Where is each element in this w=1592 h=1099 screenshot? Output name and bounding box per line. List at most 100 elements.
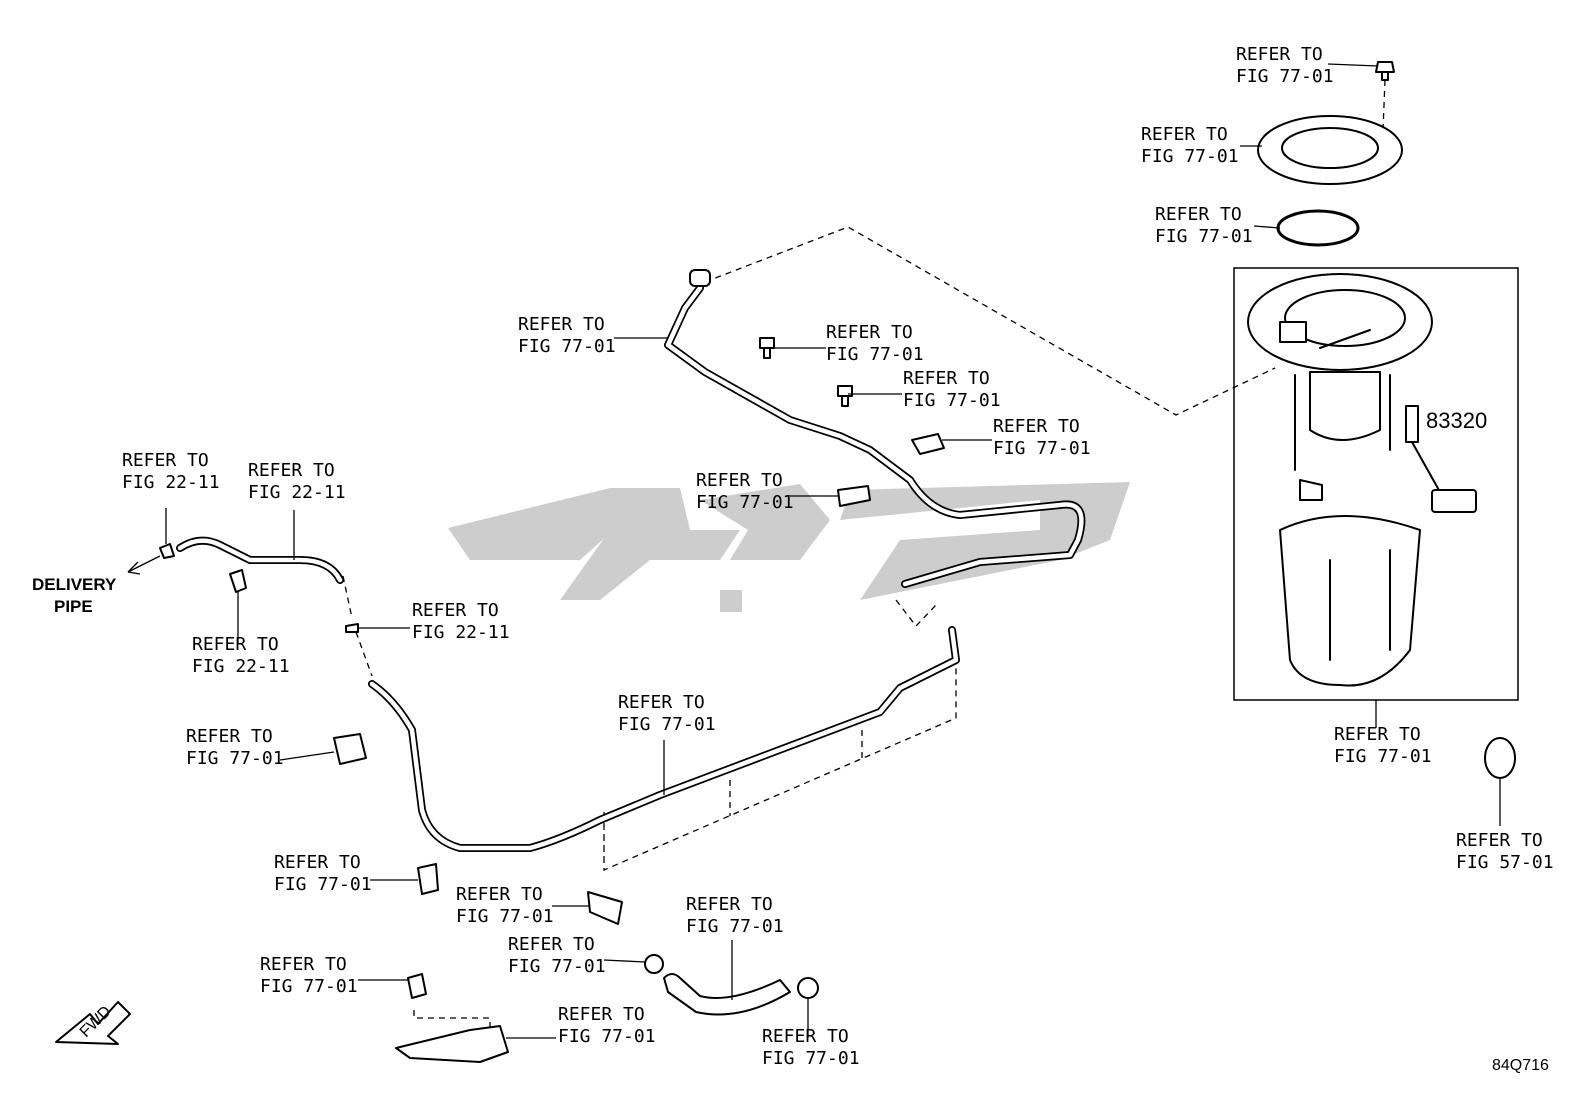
delivery-clamp-icon xyxy=(229,569,247,593)
bracket-icon xyxy=(911,433,945,455)
label-line-refer: REFER TO xyxy=(696,470,783,491)
watermark-stroke-1 xyxy=(448,488,640,560)
label-line-refer: REFER TO xyxy=(1334,724,1421,745)
label-line-fig: FIG 22-11 xyxy=(122,472,220,493)
label-line-refer: REFER TO xyxy=(1141,124,1228,145)
protector-dashed xyxy=(413,1010,491,1028)
label-line-refer: REFER TO xyxy=(186,726,273,747)
pump-flange-inner xyxy=(1284,289,1406,347)
label-line-refer: REFER TO xyxy=(1456,830,1543,851)
vent-tube-inner xyxy=(665,285,1084,587)
label-line-fig: FIG 77-01 xyxy=(993,438,1091,459)
main-fuel-tube xyxy=(368,626,960,852)
part-number-83320[interactable]: 83320 xyxy=(1426,408,1487,433)
label-line-refer: REFER TO xyxy=(456,884,543,905)
label-line-refer: REFER TO xyxy=(1155,204,1242,225)
label-line-fig: FIG 22-11 xyxy=(412,622,510,643)
label-line-refer: REFER TO xyxy=(122,450,209,471)
watermark-logo xyxy=(448,482,1130,612)
clip-low-icon xyxy=(417,863,439,895)
label-line-refer: REFER TO xyxy=(192,634,279,655)
clamp-dashed-main xyxy=(603,650,957,871)
label-line-fig: FIG 77-01 xyxy=(518,336,616,357)
label-line-refer: REFER TO xyxy=(412,600,499,621)
gasket-ring xyxy=(1276,209,1360,247)
tube-protector-icon xyxy=(395,1025,509,1063)
bolt-a-icon xyxy=(759,337,775,359)
sender-float xyxy=(1431,489,1477,513)
label-line-refer: REFER TO xyxy=(518,314,605,335)
leader-bolt-top xyxy=(1327,63,1379,67)
protector-clip-icon xyxy=(407,973,427,999)
pump-reservoir xyxy=(1279,515,1421,687)
label-line-fig: FIG 77-01 xyxy=(762,1048,860,1069)
pump-connector xyxy=(1279,321,1307,343)
label-line-refer: REFER TO xyxy=(274,852,361,873)
retainer-ring-inner xyxy=(1281,127,1379,169)
watermark-stroke-2 xyxy=(560,488,740,600)
clip-dashed-a xyxy=(342,575,353,619)
delivery-label-2: PIPE xyxy=(54,597,93,616)
label-line-fig: FIG 77-01 xyxy=(826,344,924,365)
hose-dashed xyxy=(895,599,937,627)
label-line-refer: REFER TO xyxy=(826,322,913,343)
label-line-refer: REFER TO xyxy=(686,894,773,915)
hose-clamp-icon xyxy=(644,954,664,974)
watermark-stroke-4 xyxy=(840,482,1130,600)
label-line-refer: REFER TO xyxy=(1236,44,1323,65)
main-fuel-tube-inner xyxy=(369,627,959,851)
label-line-refer: REFER TO xyxy=(558,1004,645,1025)
label-line-refer: REFER TO xyxy=(248,460,335,481)
fuel-sender-gauge xyxy=(1405,405,1477,513)
bolt-a-shank xyxy=(763,347,771,359)
clamp-low-icon xyxy=(587,891,623,925)
label-line-fig: FIG 77-01 xyxy=(1155,226,1253,247)
watermark-dot xyxy=(720,590,742,612)
label-line-fig: FIG 77-01 xyxy=(456,906,554,927)
label-line-fig: FIG 77-01 xyxy=(618,714,716,735)
label-line-refer: REFER TO xyxy=(762,1026,849,1047)
label-line-fig: FIG 77-01 xyxy=(1236,66,1334,87)
label-line-fig: FIG 22-11 xyxy=(192,656,290,677)
fwd-arrow-shape xyxy=(55,1001,131,1045)
watermark-stroke-3 xyxy=(700,484,830,560)
label-line-fig: FIG 22-11 xyxy=(248,482,346,503)
hose-clamp2-icon xyxy=(797,977,819,999)
clip-left-icon xyxy=(159,543,175,559)
bolt-b-icon xyxy=(837,385,853,407)
fuel-cap-gasket xyxy=(1484,737,1516,779)
bolt-shank xyxy=(1381,71,1389,81)
label-line-refer: REFER TO xyxy=(903,368,990,389)
label-line-refer: REFER TO xyxy=(993,416,1080,437)
label-line-fig: FIG 77-01 xyxy=(686,916,784,937)
label-line-fig: FIG 77-01 xyxy=(1334,746,1432,767)
clip-mid-icon xyxy=(345,623,359,633)
label-line-refer: REFER TO xyxy=(618,692,705,713)
leader-clamp-left xyxy=(279,751,335,761)
clip-dashed-b xyxy=(355,631,373,677)
